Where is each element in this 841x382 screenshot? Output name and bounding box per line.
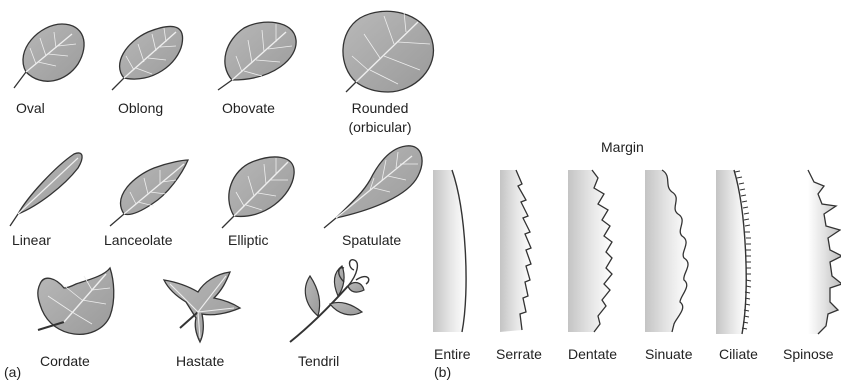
rounded-label: Rounded: [335, 100, 425, 116]
cordate-leaf-icon: [38, 268, 114, 334]
tendril-label: Tendril: [298, 353, 339, 369]
linear-label: Linear: [12, 232, 51, 248]
elliptic-label: Elliptic: [228, 232, 268, 248]
ciliate-label: Ciliate: [719, 346, 758, 362]
dentate-margin-icon: [568, 170, 612, 332]
sinuate-margin-icon: [645, 170, 688, 332]
hastate-label: Hastate: [176, 353, 224, 369]
oblong-label: Oblong: [118, 100, 163, 116]
cordate-label: Cordate: [40, 353, 90, 369]
obovate-label: Obovate: [222, 100, 275, 116]
rounded-sublabel: (orbicular): [335, 119, 425, 135]
oval-label: Oval: [16, 100, 45, 116]
spinose-label: Spinose: [783, 346, 834, 362]
entire-margin-icon: [433, 170, 466, 332]
dentate-label: Dentate: [568, 346, 617, 362]
margin-title: Margin: [601, 139, 644, 155]
entire-label: Entire: [434, 346, 471, 362]
elliptic-leaf-icon: [222, 157, 294, 228]
sinuate-label: Sinuate: [645, 346, 692, 362]
linear-leaf-icon: [10, 153, 82, 226]
lanceolate-leaf-icon: [110, 160, 188, 226]
spatulate-label: Spatulate: [342, 232, 401, 248]
obovate-leaf-icon: [218, 22, 296, 90]
lanceolate-label: Lanceolate: [104, 232, 173, 248]
rounded-leaf-icon: [343, 11, 434, 92]
oblong-leaf-icon: [112, 26, 183, 90]
oval-leaf-icon: [14, 24, 84, 88]
panel-a-tag: (a): [4, 364, 21, 380]
serrate-label: Serrate: [496, 346, 542, 362]
panel-b-tag: (b): [434, 364, 451, 380]
spatulate-leaf-icon: [324, 146, 422, 228]
ciliate-margin-icon: [716, 170, 751, 334]
hastate-leaf-icon: [164, 272, 240, 342]
serrate-margin-icon: [500, 170, 531, 332]
spinose-margin-icon: [808, 170, 841, 334]
tendril-leaf-icon: [290, 260, 369, 342]
